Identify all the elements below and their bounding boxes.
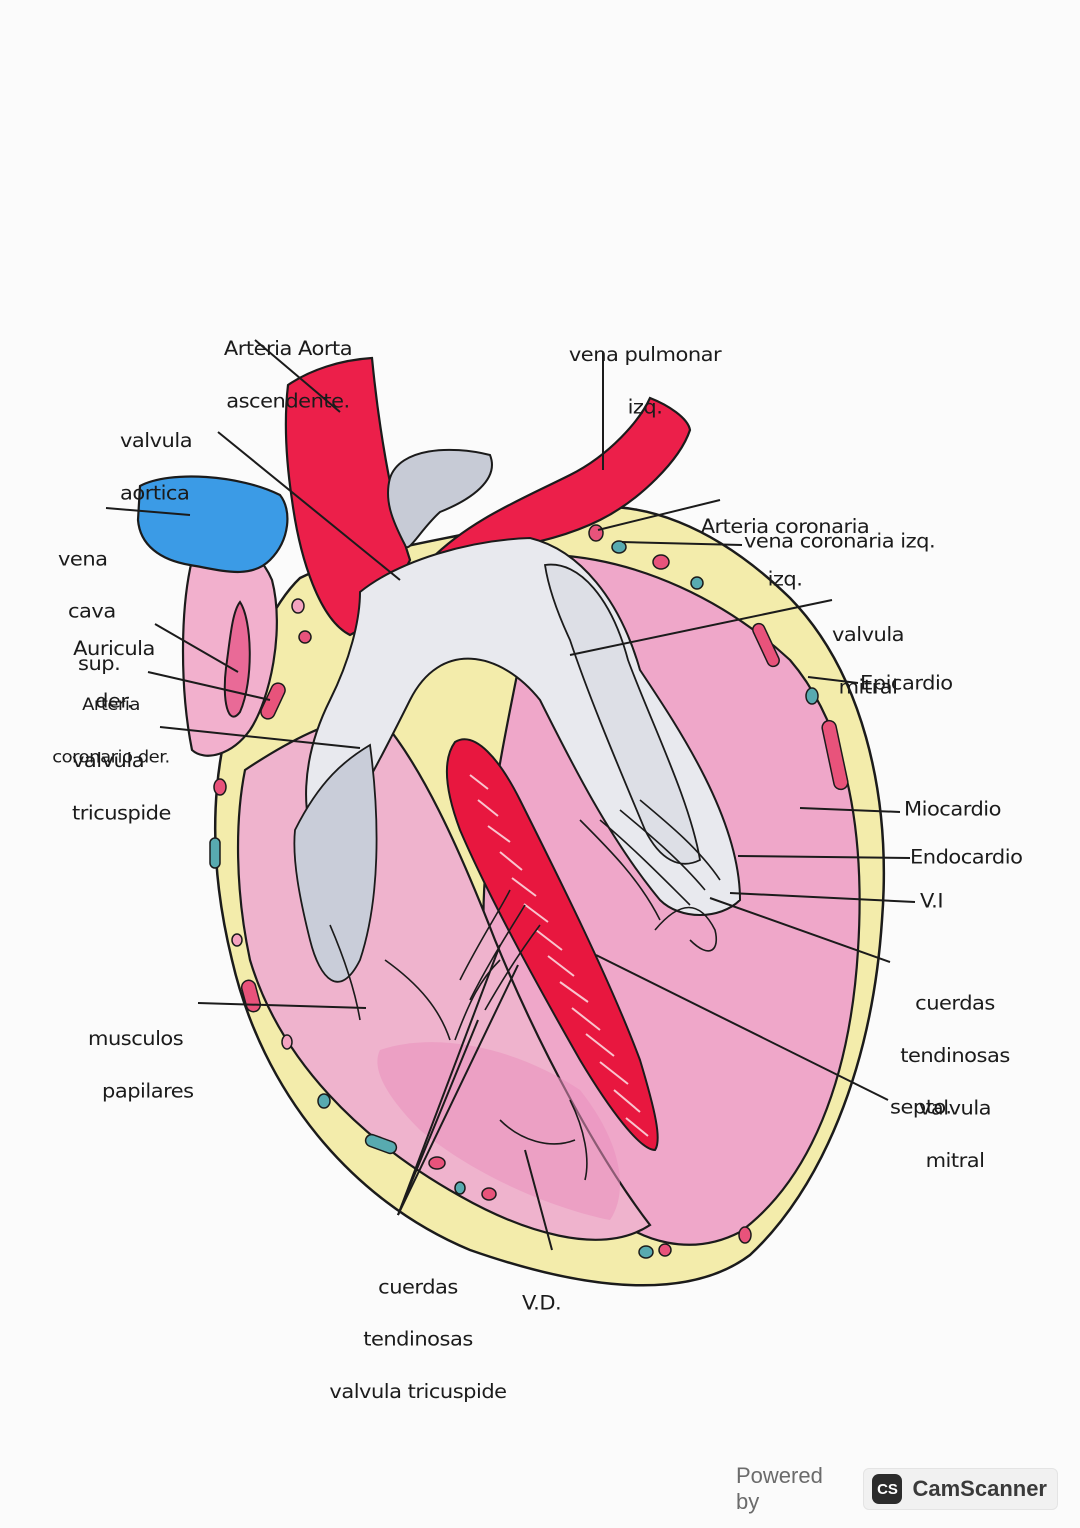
label-mitral-chordae: cuerdas tendinosas valvula mitral [900, 992, 1010, 1172]
label-mitral-valve: valvula mitral [831, 623, 905, 699]
camscanner-brand: CamScanner [912, 1476, 1047, 1501]
label-left-ventricle: V.I [920, 890, 944, 913]
camscanner-badge: CS CamScanner [863, 1468, 1058, 1510]
label-vena-cava: vena cava sup. [58, 547, 121, 675]
label-epicardium: Epicardio [860, 672, 953, 695]
tricuspid-leaflet [293, 743, 378, 983]
septum-striations [469, 774, 649, 1137]
label-right-atrium: Auricula der. [73, 637, 155, 713]
powered-by-text: Powered by [736, 1463, 823, 1514]
aortic-valve-cap [386, 448, 493, 549]
coronary-vessels [209, 524, 849, 1259]
label-pulmonary-vein: vena pulmonar izq. [568, 343, 722, 419]
camscanner-logo-icon: CS [872, 1474, 903, 1504]
label-septum: septo. [890, 1096, 952, 1119]
label-left-coronary-vein: vena coronaria izq. [744, 530, 936, 553]
mitral-leaflet [543, 563, 701, 865]
interventricular-septum [445, 738, 659, 1152]
vena-cava-superior [136, 475, 289, 573]
label-papillary-muscles: musculos papilares [88, 1027, 194, 1103]
camscanner-watermark: Powered by CS CamScanner [736, 1463, 1058, 1514]
label-endocardium: Endocardio [910, 846, 1023, 869]
right-atrium-inner [223, 600, 251, 718]
label-right-ventricle: V.D. [522, 1292, 562, 1315]
mitral-chordae [579, 799, 721, 952]
leader-lines [105, 339, 916, 1251]
label-tricuspid-valve: valvula tricuspide [72, 749, 171, 825]
label-myocardium: Miocardio [904, 798, 1002, 821]
label-right-coronary-artery: Arteria coronario der. [52, 695, 170, 768]
label-aortic-valve: valvula aortica [120, 429, 193, 505]
label-aorta: Arteria Aorta ascendente. [223, 337, 353, 413]
label-left-coronary-artery: Arteria coronaria izq. [700, 515, 870, 591]
label-tricuspid-chordae: cuerdas tendinosas valvula tricuspide [329, 1275, 507, 1403]
right-ventricle-apex-shading [377, 1042, 620, 1220]
